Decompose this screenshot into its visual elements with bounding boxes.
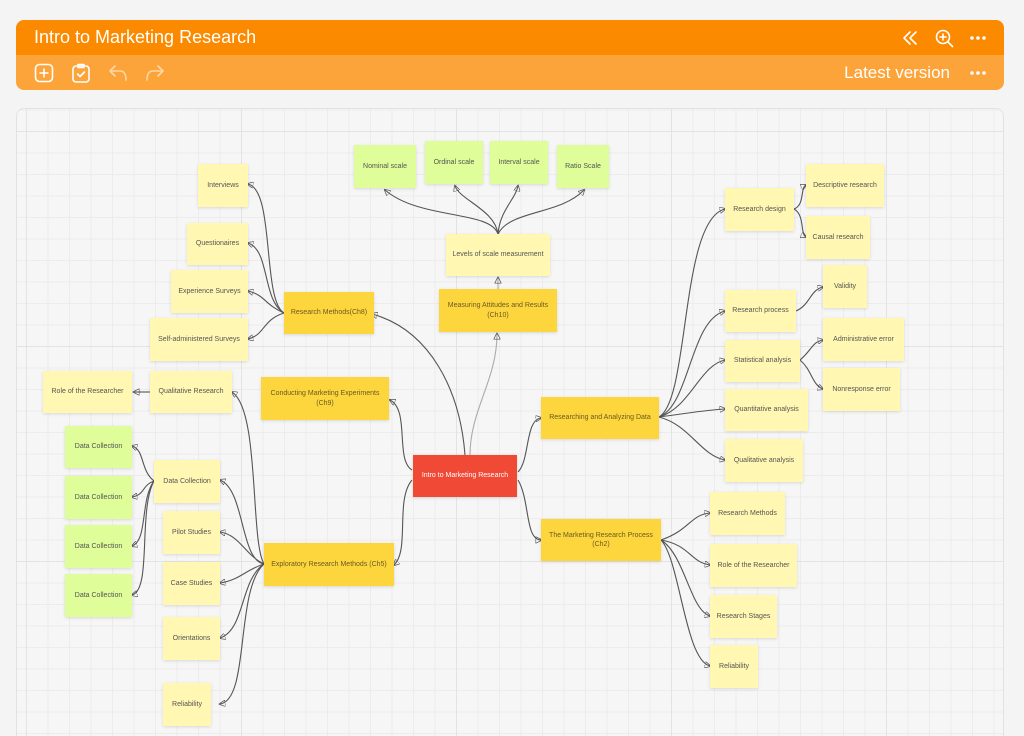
collapse-icon[interactable] — [898, 26, 922, 50]
document-header: Intro to Marketing Research — [16, 20, 1004, 90]
node-role-of-researcher-right[interactable]: Role of the Researcher — [710, 544, 797, 587]
node-statistical-analysis[interactable]: Statistical analysis — [725, 340, 800, 382]
undo-icon[interactable] — [106, 61, 130, 85]
node-data-collection-3[interactable]: Data Collection — [65, 525, 132, 568]
node-data-collection[interactable]: Data Collection — [154, 460, 220, 503]
node-reliability-left[interactable]: Reliability — [163, 683, 211, 726]
more-icon[interactable] — [966, 26, 990, 50]
version-selector[interactable]: Latest version — [844, 62, 950, 82]
node-research-process[interactable]: Research process — [725, 290, 796, 332]
redo-icon[interactable] — [143, 61, 167, 85]
node-research-methods-right[interactable]: Research Methods — [710, 492, 785, 535]
branch-measuring-attitudes[interactable]: Measuring Attitudes and Results (Ch10) — [439, 289, 557, 332]
node-qualitative-research[interactable]: Qualitative Research — [150, 371, 232, 413]
node-quantitative-analysis[interactable]: Quantitative analysis — [725, 389, 808, 431]
zoom-in-icon[interactable] — [932, 26, 956, 50]
center-node[interactable]: Intro to Marketing Research — [413, 455, 517, 497]
branch-researching-analyzing[interactable]: Researching and Analyzing Data — [541, 397, 659, 439]
node-interval-scale[interactable]: Interval scale — [490, 141, 548, 184]
node-nominal-scale[interactable]: Nominal scale — [354, 145, 416, 188]
node-validity[interactable]: Validity — [823, 265, 867, 308]
node-ordinal-scale[interactable]: Ordinal scale — [425, 141, 483, 184]
checklist-icon[interactable] — [69, 61, 93, 85]
branch-conducting-experiments[interactable]: Conducting Marketing Experiments (Ch9) — [261, 377, 389, 420]
branch-marketing-process[interactable]: The Marketing Research Process (Ch2) — [541, 519, 661, 561]
node-research-stages[interactable]: Research Stages — [710, 595, 777, 638]
node-administrative-error[interactable]: Administrative error — [823, 318, 904, 361]
node-questionaires[interactable]: Questionaires — [187, 223, 248, 265]
branch-exploratory-methods[interactable]: Exploratory Research Methods (Ch5) — [264, 543, 394, 586]
node-causal-research[interactable]: Causal research — [806, 216, 870, 259]
document-title[interactable]: Intro to Marketing Research — [34, 27, 257, 47]
title-bar: Intro to Marketing Research — [16, 20, 1004, 55]
node-research-design[interactable]: Research design — [725, 188, 794, 231]
node-levels-of-scale[interactable]: Levels of scale measurement — [446, 234, 550, 276]
node-reliability-right[interactable]: Reliability — [710, 645, 758, 688]
add-icon[interactable] — [32, 61, 56, 85]
node-experience-surveys[interactable]: Experience Surveys — [171, 270, 248, 313]
node-role-of-researcher-left[interactable]: Role of the Researcher — [43, 371, 132, 413]
node-ratio-scale[interactable]: Ratio Scale — [557, 145, 609, 188]
node-qualitative-analysis[interactable]: Qualitative analysis — [725, 439, 803, 482]
node-data-collection-4[interactable]: Data Collection — [65, 574, 132, 617]
node-pilot-studies[interactable]: Pilot Studies — [163, 511, 220, 554]
node-orientations[interactable]: Orientations — [163, 617, 220, 660]
node-descriptive-research[interactable]: Descriptive research — [806, 164, 884, 207]
node-data-collection-1[interactable]: Data Collection — [65, 426, 132, 468]
node-nonresponse-error[interactable]: Nonresponse error — [823, 368, 900, 411]
node-data-collection-2[interactable]: Data Collection — [65, 476, 132, 519]
node-interviews[interactable]: Interviews — [198, 164, 248, 207]
node-case-studies[interactable]: Case Studies — [163, 562, 220, 605]
more-icon[interactable] — [966, 61, 990, 85]
branch-research-methods[interactable]: Research Methods(Ch8) — [284, 292, 374, 334]
toolbar: Latest version — [16, 55, 1004, 90]
node-self-administered-surveys[interactable]: Self-administered Surveys — [150, 318, 248, 361]
